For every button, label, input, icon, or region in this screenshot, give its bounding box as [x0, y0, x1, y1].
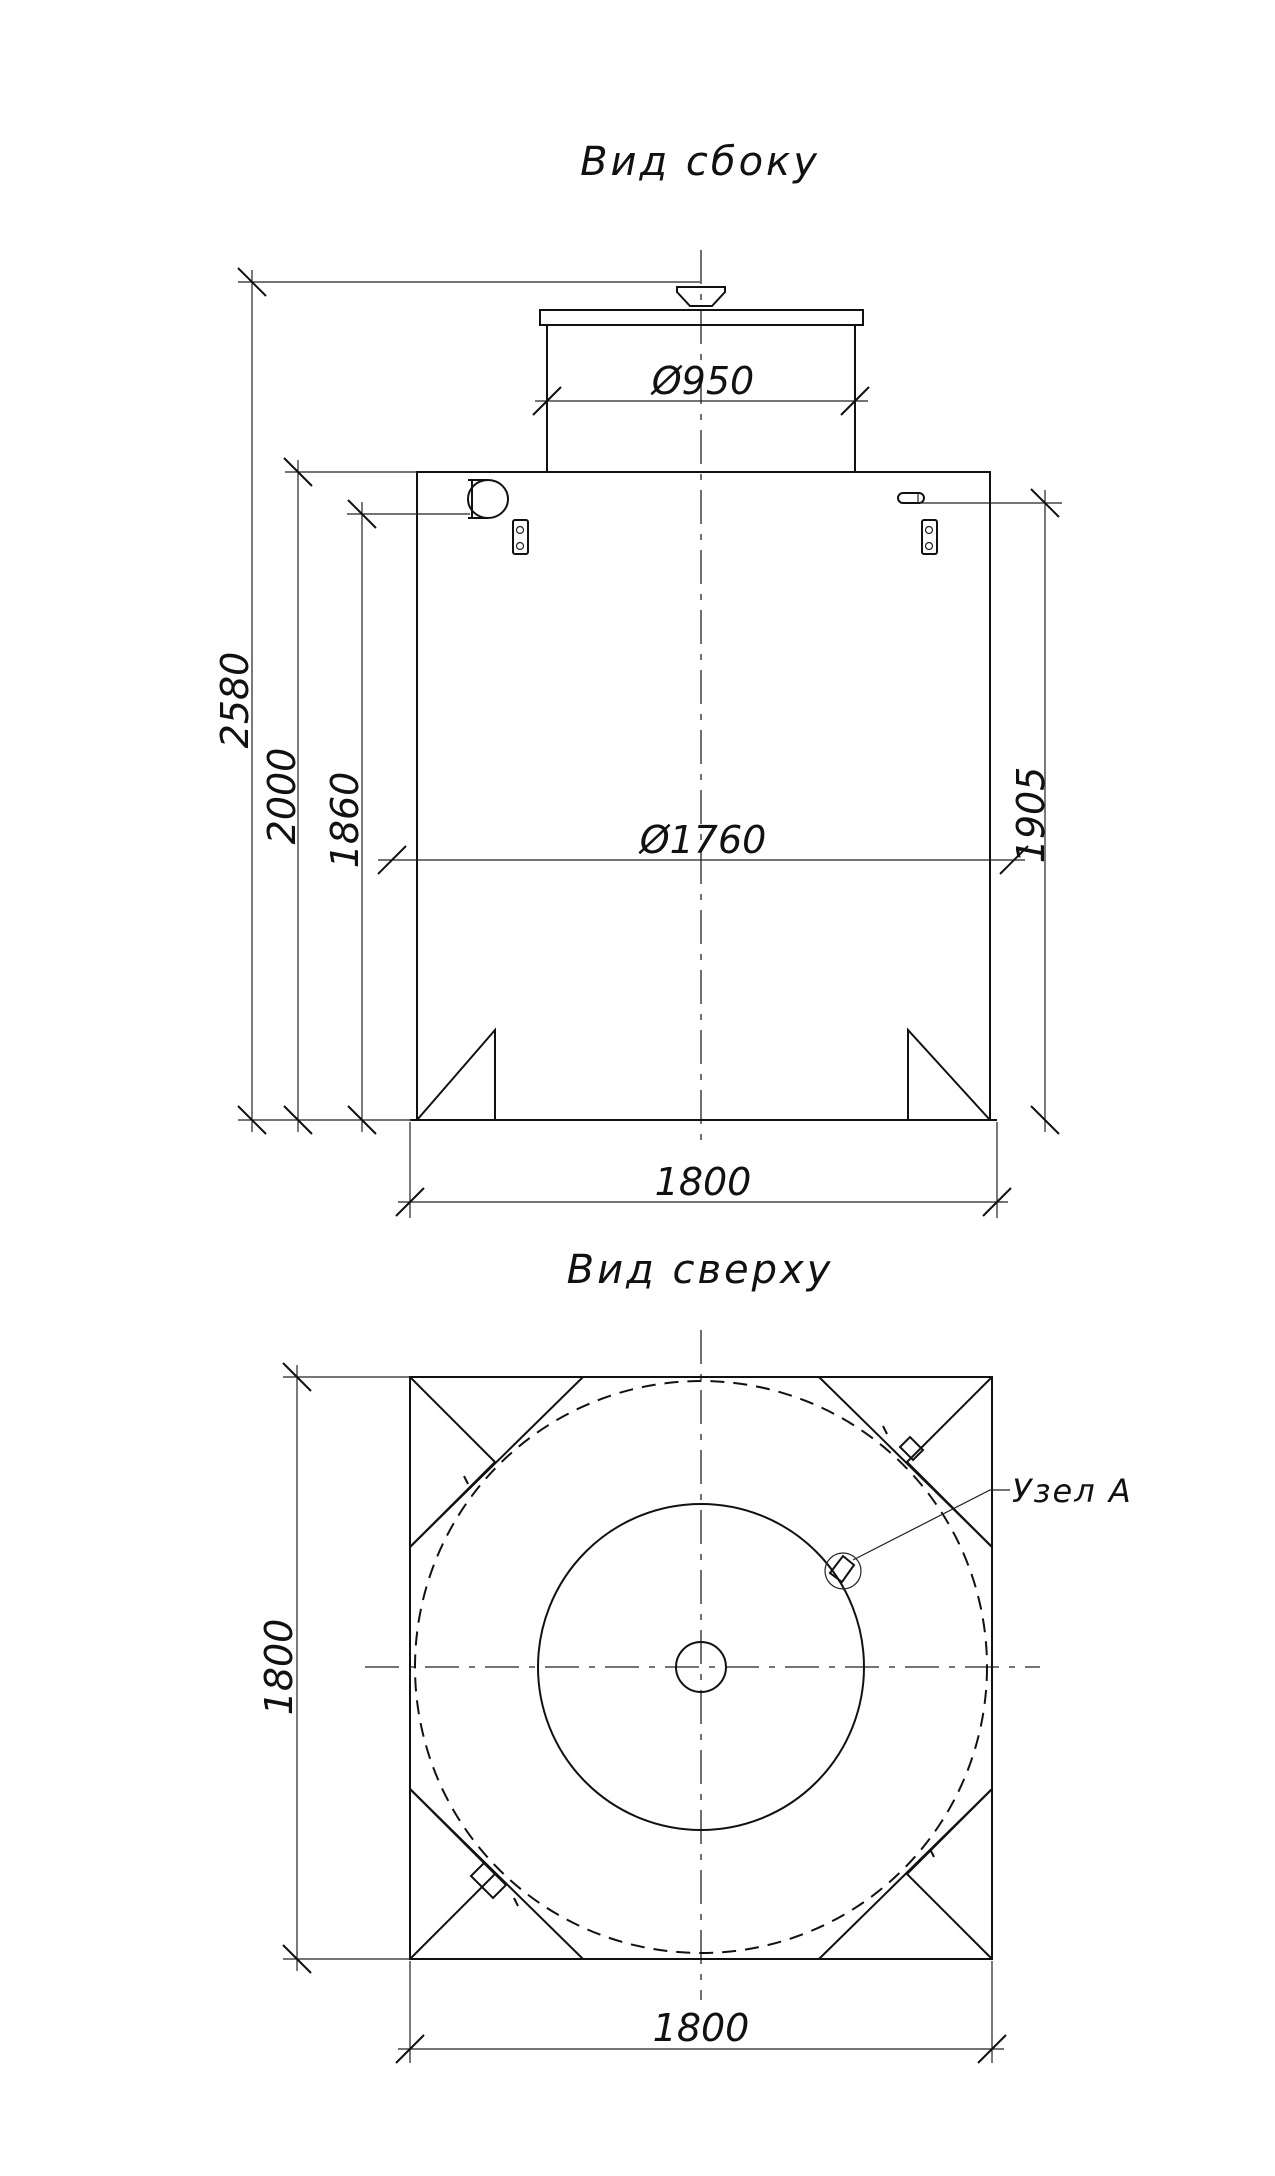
vent-fitting: [897, 492, 925, 504]
dim-top-height: [282, 1362, 410, 1974]
corner-brace-br: [818, 1788, 993, 1960]
dim-body-diameter-label: Ø1760: [638, 818, 767, 862]
dim-overall-height: [237, 267, 700, 1135]
dim-top-width-label: 1800: [653, 2006, 750, 2050]
base-frame: [409, 1376, 993, 1960]
node-a-leader: [852, 1489, 1010, 1561]
node-a-label: Узел А: [1012, 1472, 1133, 1510]
dim-top-width: [395, 1961, 1007, 2064]
inlet-nozzle: [467, 479, 509, 519]
left-gusset: [416, 1027, 496, 1121]
side-view-title: Вид сбоку: [580, 139, 820, 185]
central-opening: [675, 1641, 727, 1693]
node-a-marker: [824, 1552, 862, 1590]
lug-tick-tl: [463, 1475, 469, 1485]
right-lug: [921, 519, 938, 555]
corner-gusset-br: [905, 1788, 993, 1960]
lug-tick-tr: [882, 1425, 888, 1435]
dim-lower-height: [347, 499, 470, 1135]
dim-top-height-label: 1800: [257, 1619, 301, 1716]
lid-handle: [676, 286, 726, 307]
corner-brace-tr: [818, 1376, 993, 1548]
lug-tick-bl: [513, 1897, 519, 1907]
dim-base-width-label: 1800: [655, 1160, 752, 1204]
dim-base-width: [395, 1122, 1012, 1218]
right-gusset: [907, 1027, 991, 1121]
dim-body-height-label: 2000: [260, 748, 304, 845]
lid-plate: [539, 309, 864, 326]
dim-body-diameter: [377, 845, 1029, 875]
neck-circle: [537, 1503, 865, 1831]
dim-lower-height-label: 1860: [323, 772, 367, 869]
corner-gusset-tr: [905, 1376, 993, 1548]
dim-neck-diameter-label: Ø950: [650, 359, 754, 403]
corner-gusset-bl: [409, 1788, 497, 1960]
corner-brace-bl: [409, 1788, 584, 1960]
dim-body-height: [283, 457, 417, 1135]
left-lug: [512, 519, 529, 555]
vent-fitting-top: [898, 1435, 925, 1462]
nozzle-fitting-bottom: [469, 1861, 508, 1900]
top-view: Узел А 1800 1800: [257, 1330, 1133, 2064]
corner-brace-tl: [409, 1376, 584, 1548]
tank-body: [416, 471, 991, 1121]
dim-overall-height-label: 2580: [213, 652, 257, 749]
corner-gusset-tl: [409, 1376, 497, 1548]
side-view: 2580 2000 1860 1905: [213, 250, 1062, 1218]
dim-right-height: [920, 488, 1062, 1135]
lug-tick-br: [929, 1848, 935, 1858]
dim-right-height-label: 1905: [1009, 767, 1053, 864]
top-view-title: Вид сверху: [567, 1247, 834, 1293]
dim-neck-diameter: [532, 386, 870, 416]
tank-outline-hidden: [414, 1380, 988, 1954]
